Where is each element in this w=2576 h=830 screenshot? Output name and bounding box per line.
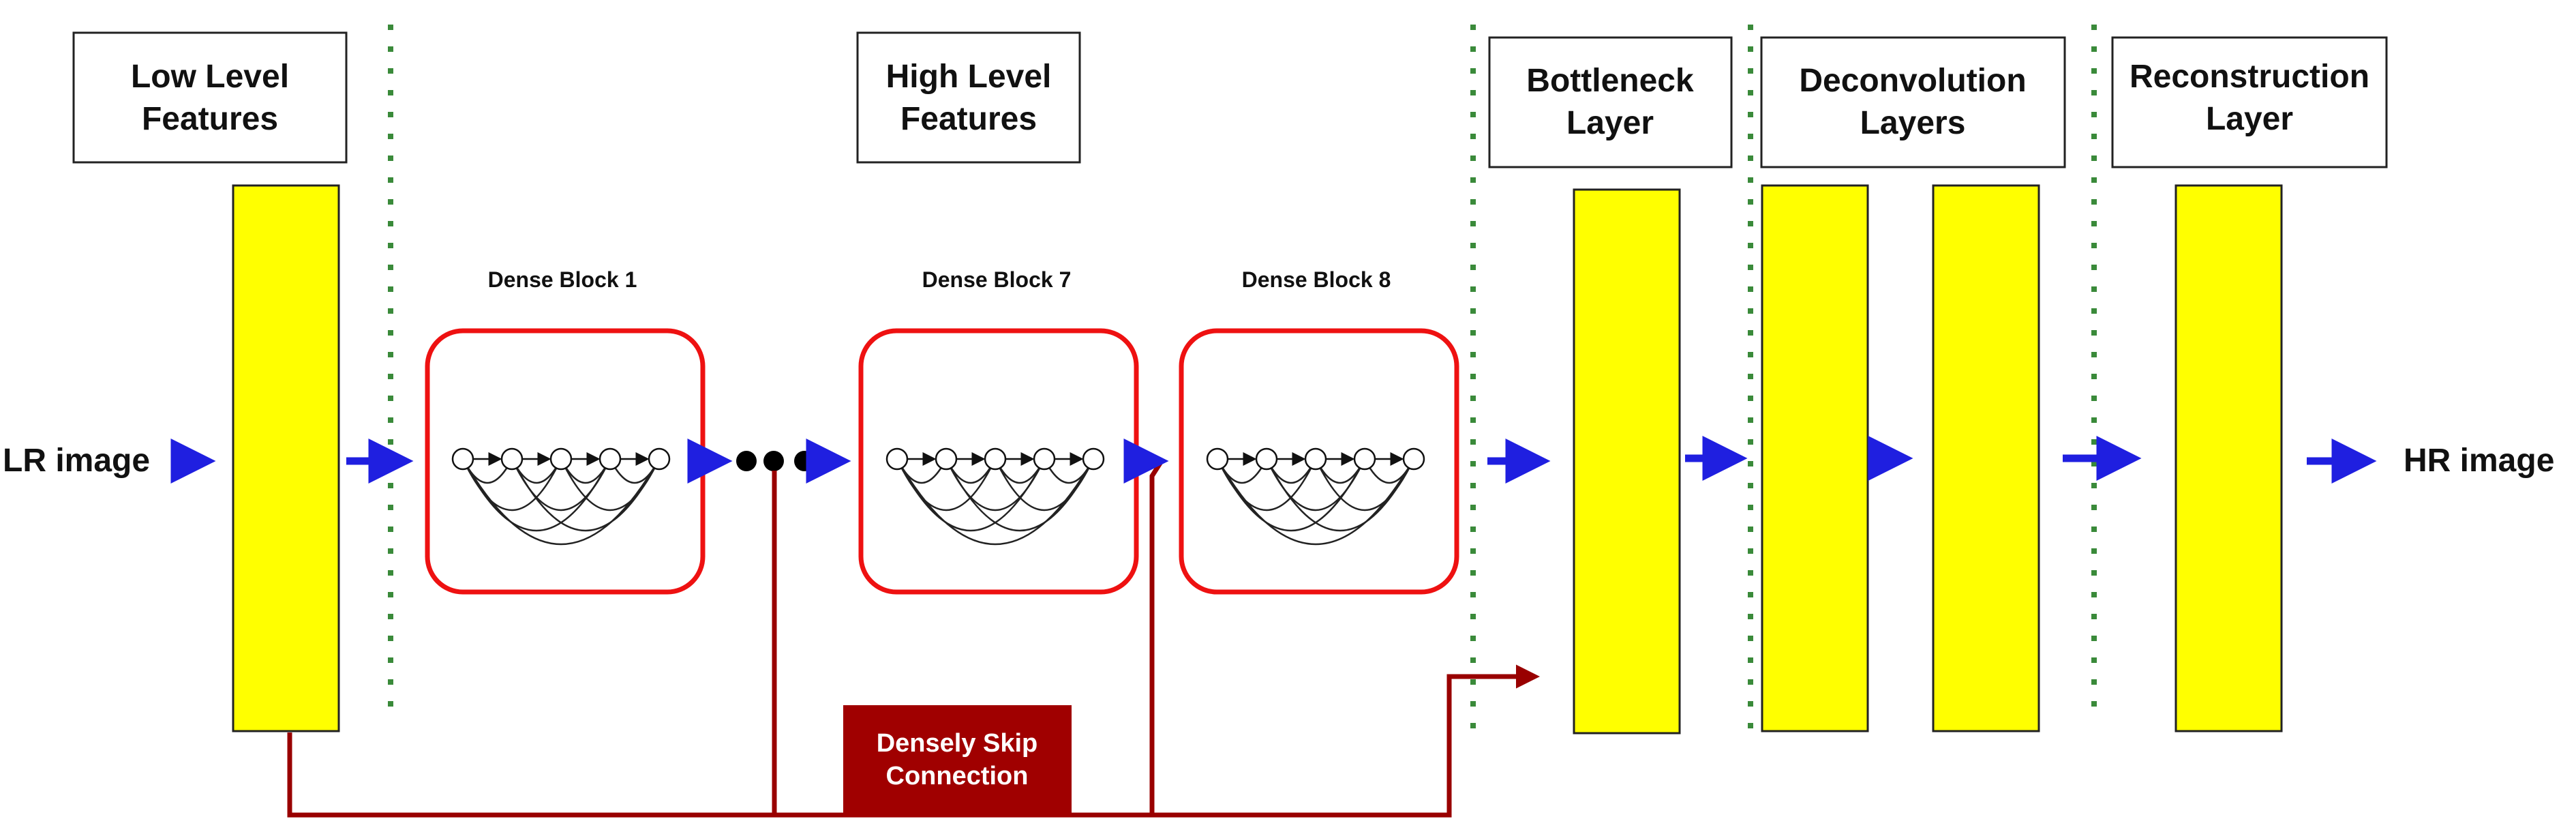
ellipsis-dot — [794, 451, 815, 471]
bottleneck-layer — [1573, 188, 1681, 735]
header-bottleneck-line2: Layer — [1566, 105, 1654, 141]
header-deconvolution-box — [1760, 36, 2066, 168]
header-high-level-line1: High Level — [886, 59, 1052, 95]
dense-block-8 — [1179, 328, 1459, 595]
deconvolution-layer-1 — [1761, 184, 1869, 732]
header-low-level-box — [72, 31, 348, 164]
deconvolution-layer-2 — [1932, 184, 2040, 732]
header-low-level-line2: Features — [142, 101, 278, 137]
skip-connection-label-line1: Densely Skip — [877, 729, 1038, 758]
header-deconvolution-line1: Deconvolution — [1799, 63, 2026, 99]
header-reconstruction-box — [2111, 36, 2388, 168]
header-reconstruction-line2: Layer — [2206, 101, 2293, 137]
output-label: HR image — [2404, 443, 2554, 479]
dense-block-1-graph — [453, 449, 669, 544]
skip-connection-trunk — [287, 664, 1540, 818]
header-high-level-line2: Features — [900, 101, 1037, 137]
ellipsis-dot — [763, 451, 784, 471]
dense-block-7-label: Dense Block 7 — [922, 267, 1072, 292]
ellipsis-dot — [736, 451, 757, 471]
dense-block-7-graph — [887, 449, 1104, 544]
densely-skip-connection-box — [843, 705, 1072, 817]
dense-block-8-label: Dense Block 8 — [1242, 267, 1391, 292]
reconstruction-layer — [2175, 184, 2283, 732]
input-label: LR image — [3, 443, 150, 479]
dense-block-1-label: Dense Block 1 — [488, 267, 637, 292]
header-deconvolution-line2: Layers — [1860, 105, 1966, 141]
header-high-level-box — [856, 31, 1081, 164]
skip-connection-label-line2: Connection — [886, 762, 1029, 790]
header-bottleneck-line1: Bottleneck — [1526, 63, 1694, 99]
header-reconstruction-line1: Reconstruction — [2130, 59, 2369, 95]
skip-connection-tap-2 — [1149, 460, 1164, 815]
low-level-feature-layer — [232, 184, 340, 732]
header-low-level-line1: Low Level — [131, 59, 289, 95]
dense-block-8-graph — [1207, 449, 1424, 544]
header-bottleneck-box — [1488, 36, 1733, 168]
